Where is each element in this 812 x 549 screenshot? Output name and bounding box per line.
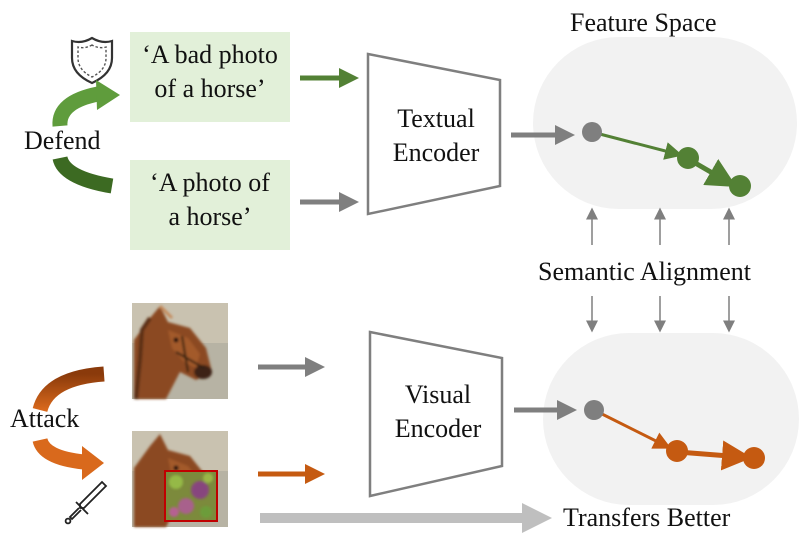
visual-feature-link-1 bbox=[593, 408, 672, 449]
shield-icon bbox=[70, 36, 114, 85]
visual-encoder-shape bbox=[368, 330, 504, 498]
defend-arrow-up-head bbox=[96, 80, 120, 110]
attack-arrow-down-head bbox=[82, 446, 104, 480]
clean-horse-image bbox=[132, 303, 228, 400]
bad-prompt-line-2: of a horse’ bbox=[154, 74, 266, 103]
bad-prompt-line-1: ‘A bad photo bbox=[142, 40, 278, 69]
bad-prompt-box: ‘A bad photo of a horse’ bbox=[130, 32, 290, 122]
attack-label: Attack bbox=[10, 404, 80, 433]
visual-feature-clean-point bbox=[584, 400, 604, 420]
textual-encoder-label: Textual Encoder bbox=[372, 102, 500, 170]
attack-arrow-up bbox=[32, 366, 105, 413]
textual-encoder-line-1: Textual bbox=[397, 104, 475, 133]
text-feature-mid-point bbox=[677, 147, 699, 169]
clean-prompt-line-1: ‘A photo of bbox=[150, 168, 270, 197]
visual-feature-mid-point bbox=[666, 440, 688, 462]
visual-encoder-line-1: Visual bbox=[404, 380, 472, 409]
defend-arrow-up bbox=[52, 86, 100, 127]
visual-feature-adv-point bbox=[743, 447, 765, 469]
feature-space-label: Feature Space bbox=[570, 8, 717, 37]
clean-prompt-line-2: a horse’ bbox=[168, 202, 252, 231]
attack-arrow-down bbox=[32, 437, 85, 470]
visual-encoder-line-2: Encoder bbox=[394, 414, 482, 443]
defend-label: Defend bbox=[24, 126, 101, 155]
textual-encoder-line-2: Encoder bbox=[392, 138, 480, 167]
text-feature-link-1 bbox=[591, 130, 683, 160]
sword-icon bbox=[64, 480, 108, 525]
visual-encoder-label: Visual Encoder bbox=[374, 378, 502, 446]
transfers-better-label: Transfers Better bbox=[563, 503, 731, 532]
defend-arrow-down bbox=[52, 155, 114, 194]
visual-feature-link-2 bbox=[677, 440, 752, 471]
text-feature-bad-point bbox=[729, 175, 751, 197]
text-feature-clean-point bbox=[582, 122, 602, 142]
semantic-alignment-label: Semantic Alignment bbox=[538, 257, 752, 286]
clean-prompt-box: ‘A photo of a horse’ bbox=[130, 160, 290, 250]
feature-space-top bbox=[533, 37, 797, 209]
textual-encoder-shape bbox=[366, 52, 502, 216]
feature-space-bottom bbox=[543, 333, 799, 505]
adversarial-horse-image bbox=[132, 431, 228, 527]
